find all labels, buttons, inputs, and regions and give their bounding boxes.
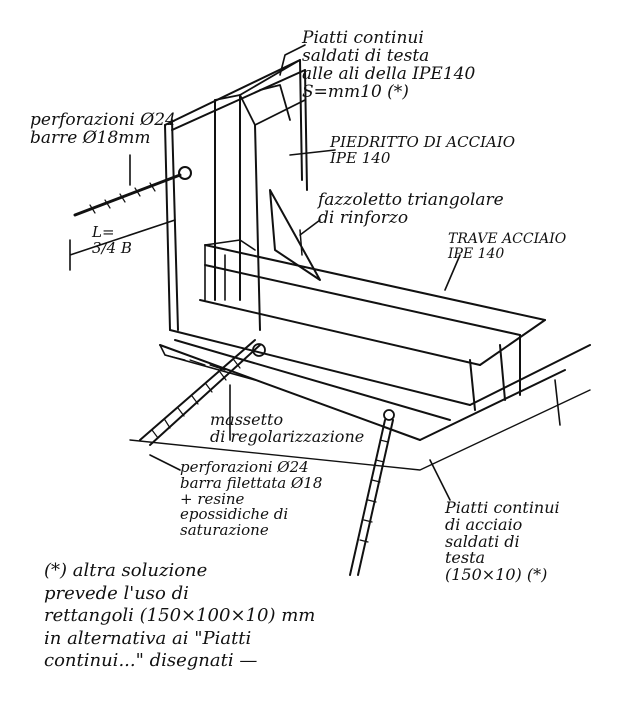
label-line: massetto — [210, 410, 284, 429]
label-line: Piatti continui — [445, 498, 560, 517]
leader-arrows — [129, 44, 561, 501]
label-line: di rinforzo — [318, 207, 409, 228]
label-line: saturazione — [180, 521, 269, 539]
label-line: perforazioni Ø24 — [180, 458, 309, 476]
label-length: L= 3/4 B — [92, 223, 132, 257]
footnote: (*) altra soluzione prevede l'uso di ret… — [44, 560, 315, 673]
drilling-bar — [69, 166, 192, 271]
label-line: testa — [445, 548, 486, 568]
label-plates-bottom: Piatti continui di acciaio saldati di te… — [445, 498, 560, 585]
label-line: di regolarizzazione — [210, 426, 365, 446]
label-drilling: perforazioni Ø24 barre Ø18mm — [30, 110, 176, 148]
label-line: in alternativa ai "Piatti — [44, 627, 252, 649]
label-line: (150×10) (*) — [445, 565, 548, 585]
label-line: barra filettata Ø18 — [180, 473, 323, 492]
label-column: PIEDRITTO DI ACCIAIO IPE 140 — [330, 133, 516, 167]
triangular-gusset — [269, 189, 321, 281]
floor-slab — [129, 344, 591, 471]
steel-beam — [159, 239, 591, 441]
label-line: prevede l'uso di — [44, 582, 189, 604]
label-line: (*) altra soluzione — [44, 560, 208, 581]
label-line: epossidiche di — [180, 505, 289, 524]
label-beam: TRAVE ACCIAIO IPE 140 — [448, 232, 566, 261]
label-line: PIEDRITTO DI ACCIAIO — [330, 133, 516, 151]
label-line: rettangoli (150×100×10) mm — [44, 605, 316, 626]
label-line: IPE 140 — [330, 148, 391, 167]
threaded-bars — [139, 339, 395, 576]
label-line: di acciaio — [445, 514, 523, 534]
label-line: barre Ø18mm — [30, 127, 151, 148]
label-line: L= — [92, 223, 115, 241]
label-line: + resine — [180, 489, 245, 508]
label-screed: massetto di regolarizzazione — [210, 410, 365, 446]
label-line: TRAVE ACCIAIO — [448, 231, 567, 247]
label-plates-top: Piatti continui saldati di testa alle al… — [302, 28, 476, 102]
label-line: 3/4 B — [92, 238, 132, 257]
label-line: alle ali della IPE140 — [302, 63, 476, 84]
label-bars: perforazioni Ø24 barra filettata Ø18 + r… — [180, 458, 323, 539]
label-line: perforazioni Ø24 — [30, 110, 176, 130]
label-line: IPE 140 — [448, 245, 505, 262]
label-line: saldati di — [445, 531, 520, 551]
label-line: fazzoletto triangolare — [318, 190, 504, 210]
steel-column — [164, 59, 308, 331]
label-line: S=mm10 (*) — [302, 81, 409, 102]
label-line: saldati di testa — [302, 45, 430, 66]
label-line: Piatti continui — [302, 28, 424, 48]
label-gusset: fazzoletto triangolare di rinforzo — [318, 190, 504, 228]
label-line: continui..." disegnati — — [44, 650, 258, 671]
